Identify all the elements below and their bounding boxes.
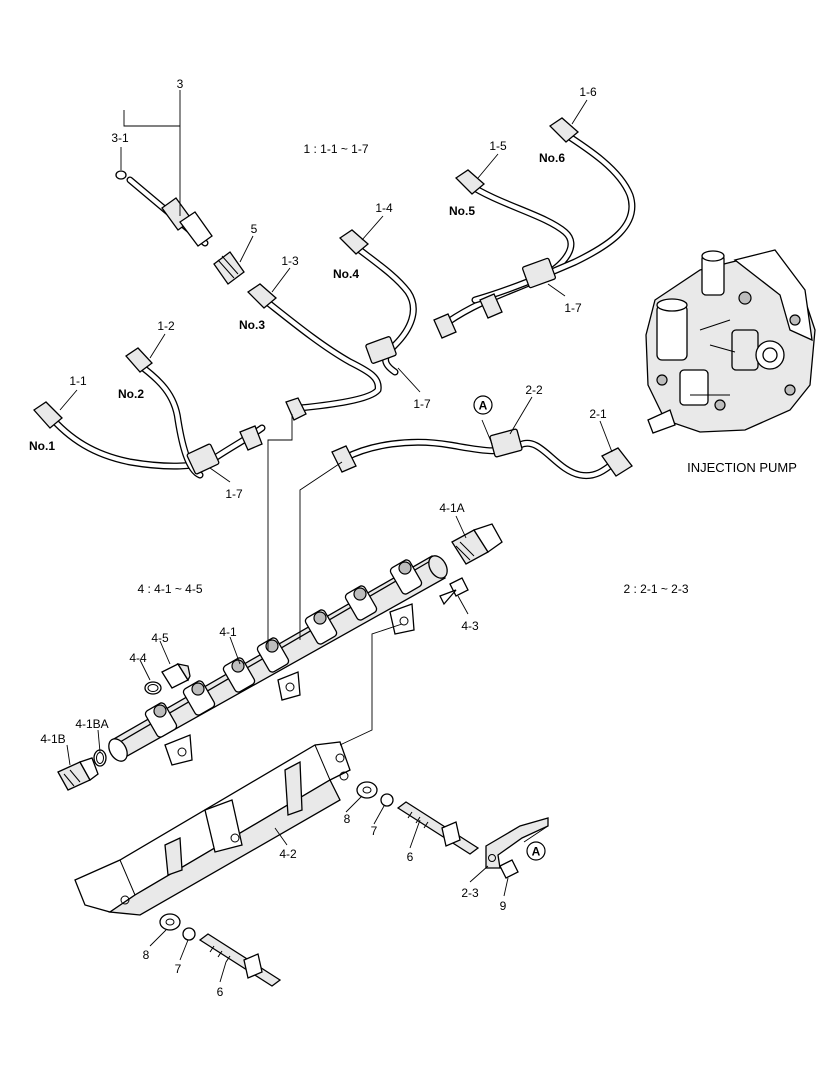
label-7-lower: 7 xyxy=(175,962,182,976)
pipe-clamps xyxy=(186,257,557,475)
injection-pipes xyxy=(44,128,636,480)
label-group-4: 4 : 4-1 ~ 4-5 xyxy=(137,582,202,596)
label-2-1: 2-1 xyxy=(589,407,607,421)
label-group-1: 1 : 1-1 ~ 1-7 xyxy=(303,142,368,156)
label-no1: No.1 xyxy=(29,439,55,453)
label-3: 3 xyxy=(177,77,184,91)
label-no5: No.5 xyxy=(449,204,475,218)
label-3-1: 3-1 xyxy=(111,131,129,145)
label-1-7-mid: 1-7 xyxy=(413,397,431,411)
marker-a-bottom: A xyxy=(526,841,546,861)
label-4-2: 4-2 xyxy=(279,847,297,861)
pipe-nuts xyxy=(33,117,633,477)
bolt-set-lower xyxy=(159,913,282,987)
label-4-1ba: 4-1BA xyxy=(75,717,108,731)
fitting-4-5 xyxy=(144,663,191,695)
label-4-1a: 4-1A xyxy=(439,501,464,515)
label-1-2: 1-2 xyxy=(157,319,175,333)
label-4-5: 4-5 xyxy=(151,631,169,645)
label-group-2: 2 : 2-1 ~ 2-3 xyxy=(623,582,688,596)
svg-text:A: A xyxy=(479,399,488,413)
label-8-lower: 8 xyxy=(143,948,150,962)
label-6-lower: 6 xyxy=(217,985,224,999)
label-7-upper: 7 xyxy=(371,824,378,838)
svg-text:A: A xyxy=(532,845,541,859)
leak-off-connector xyxy=(115,170,245,285)
rail-pressure-sensor xyxy=(451,523,503,565)
label-2-2: 2-2 xyxy=(525,383,543,397)
label-1-1: 1-1 xyxy=(69,374,87,388)
label-no2: No.2 xyxy=(118,387,144,401)
label-no4: No.4 xyxy=(333,267,359,281)
bolt-4-3 xyxy=(439,577,469,606)
common-rail xyxy=(108,555,448,766)
bolt-set-upper xyxy=(356,781,480,855)
label-1-7-top: 1-7 xyxy=(564,301,582,315)
label-4-1: 4-1 xyxy=(219,625,237,639)
label-2-3: 2-3 xyxy=(461,886,479,900)
injection-pump-drawing xyxy=(645,249,816,434)
label-1-3: 1-3 xyxy=(281,254,299,268)
label-no6: No.6 xyxy=(539,151,565,165)
part-labels: 3 3-1 5 1-3 No.3 1 : 1-1 ~ 1-7 1-4 No.4 … xyxy=(29,77,797,999)
label-5: 5 xyxy=(251,222,258,236)
rail-bracket xyxy=(74,741,351,916)
label-4-4: 4-4 xyxy=(129,651,147,665)
routing-lines xyxy=(267,414,493,746)
label-4-1b: 4-1B xyxy=(40,732,65,746)
label-1-5: 1-5 xyxy=(489,139,507,153)
plug-4-1b xyxy=(57,749,107,791)
label-4-3: 4-3 xyxy=(461,619,479,633)
label-1-6: 1-6 xyxy=(579,85,597,99)
label-8-upper: 8 xyxy=(344,812,351,826)
leader-lines xyxy=(59,90,613,983)
label-no3: No.3 xyxy=(239,318,265,332)
label-injection-pump: INJECTION PUMP xyxy=(687,460,797,475)
marker-a-top: A xyxy=(473,395,493,415)
label-1-4: 1-4 xyxy=(375,201,393,215)
label-6-upper: 6 xyxy=(407,850,414,864)
pipe-bracket-2-3 xyxy=(485,817,549,879)
label-1-7-low: 1-7 xyxy=(225,487,243,501)
label-9: 9 xyxy=(500,899,507,913)
